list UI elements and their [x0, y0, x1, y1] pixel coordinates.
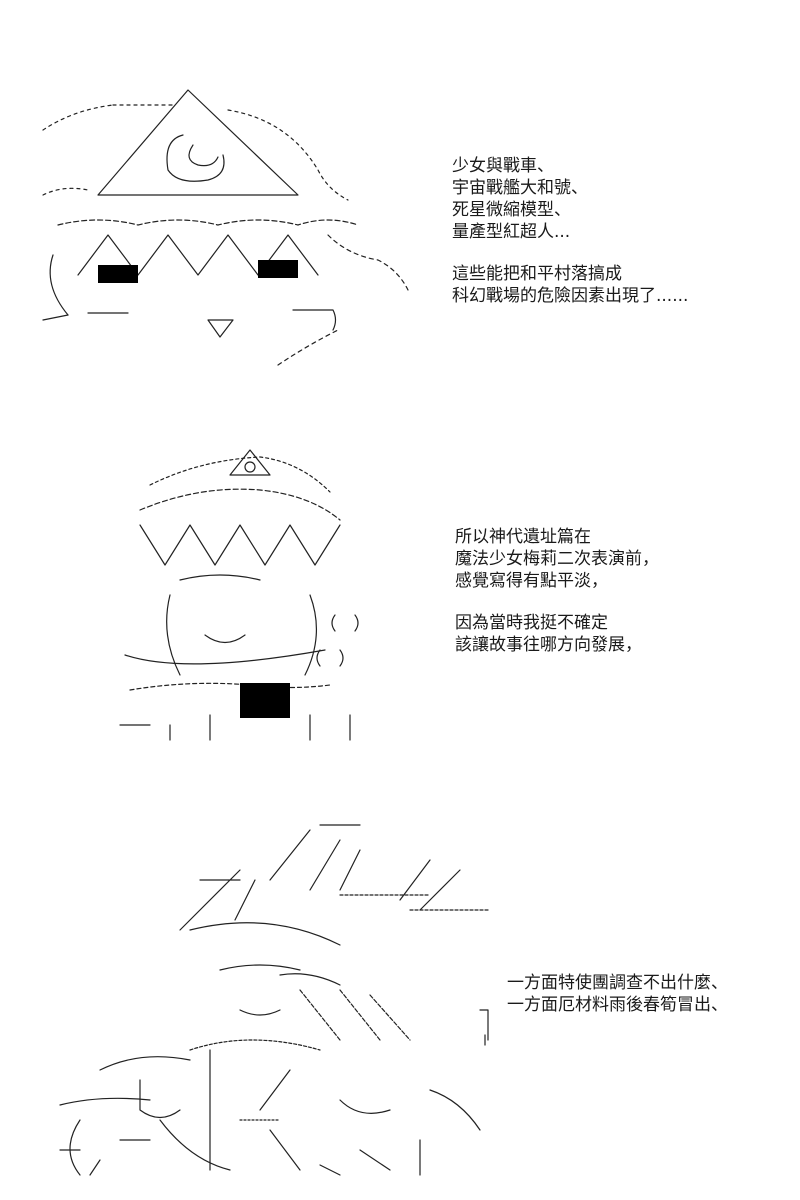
caption-line: 該讓故事往哪方向發展， [455, 635, 642, 655]
caption-gap [452, 243, 688, 263]
caption-line: 感覺寫得有點平淡， [455, 571, 608, 591]
caption-line: 科幻戰場的危險因素出現了...... [452, 286, 689, 306]
caption-line: 因為當時我挺不確定 [455, 613, 608, 633]
caption-3: 一方面特使團調查不出什麼、 一方面厄材料雨後春筍冒出、 [507, 972, 728, 1016]
caption-line: 所以神代遺址篇在 [455, 527, 591, 547]
ascii-art-dramatic-character [40, 820, 500, 1176]
caption-2: 所以神代遺址篇在 魔法少女梅莉二次表演前， 感覺寫得有點平淡， 因為當時我挺不確… [455, 526, 659, 656]
caption-line: 魔法少女梅莉二次表演前， [455, 549, 659, 569]
caption-line: 一方面厄材料雨後春筍冒出、 [507, 995, 728, 1015]
panel-1: 少女與戰車、 宇宙戰艦大和號、 死星微縮模型、 量產型紅超人... 這些能把和平… [0, 0, 800, 400]
panel-3: 一方面特使團調查不出什麼、 一方面厄材料雨後春筍冒出、 [0, 780, 800, 1200]
panel-2: 所以神代遺址篇在 魔法少女梅莉二次表演前， 感覺寫得有點平淡， 因為當時我挺不確… [0, 400, 800, 780]
caption-line: 量產型紅超人... [452, 222, 571, 242]
ascii-art-pyramid-eye [38, 85, 418, 375]
caption-line: 死星微縮模型、 [452, 200, 571, 220]
caption-line: 這些能把和平村落搞成 [452, 264, 622, 284]
ascii-art-girl-with-eye-hat [110, 445, 370, 741]
caption-gap [455, 592, 659, 612]
caption-line: 一方面特使團調查不出什麼、 [507, 973, 728, 993]
caption-line: 宇宙戰艦大和號、 [452, 178, 588, 198]
caption-line: 少女與戰車、 [452, 156, 554, 176]
caption-1: 少女與戰車、 宇宙戰艦大和號、 死星微縮模型、 量產型紅超人... 這些能把和平… [452, 155, 688, 307]
